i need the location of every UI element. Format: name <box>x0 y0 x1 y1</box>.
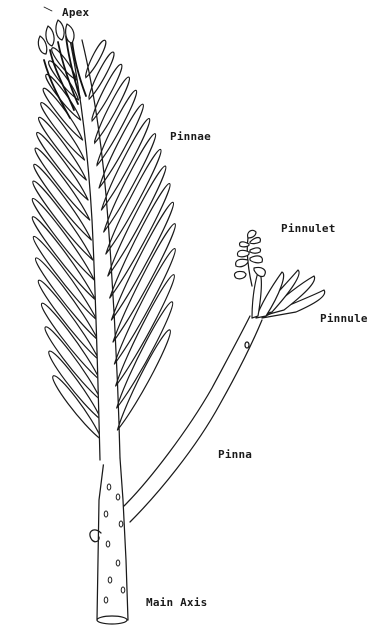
labels: Apex Pinnae Pinnulet Pinnule Pinna Main … <box>44 6 368 609</box>
label-main-axis: Main Axis <box>146 596 207 609</box>
main-axis <box>90 458 128 624</box>
label-apex: Apex <box>62 6 89 19</box>
label-pinna: Pinna <box>218 448 252 461</box>
pinnule-cluster <box>234 230 324 318</box>
label-pinnulet: Pinnulet <box>281 222 336 235</box>
label-pinnule: Pinnule <box>320 312 368 325</box>
label-pinnae: Pinnae <box>170 130 211 143</box>
